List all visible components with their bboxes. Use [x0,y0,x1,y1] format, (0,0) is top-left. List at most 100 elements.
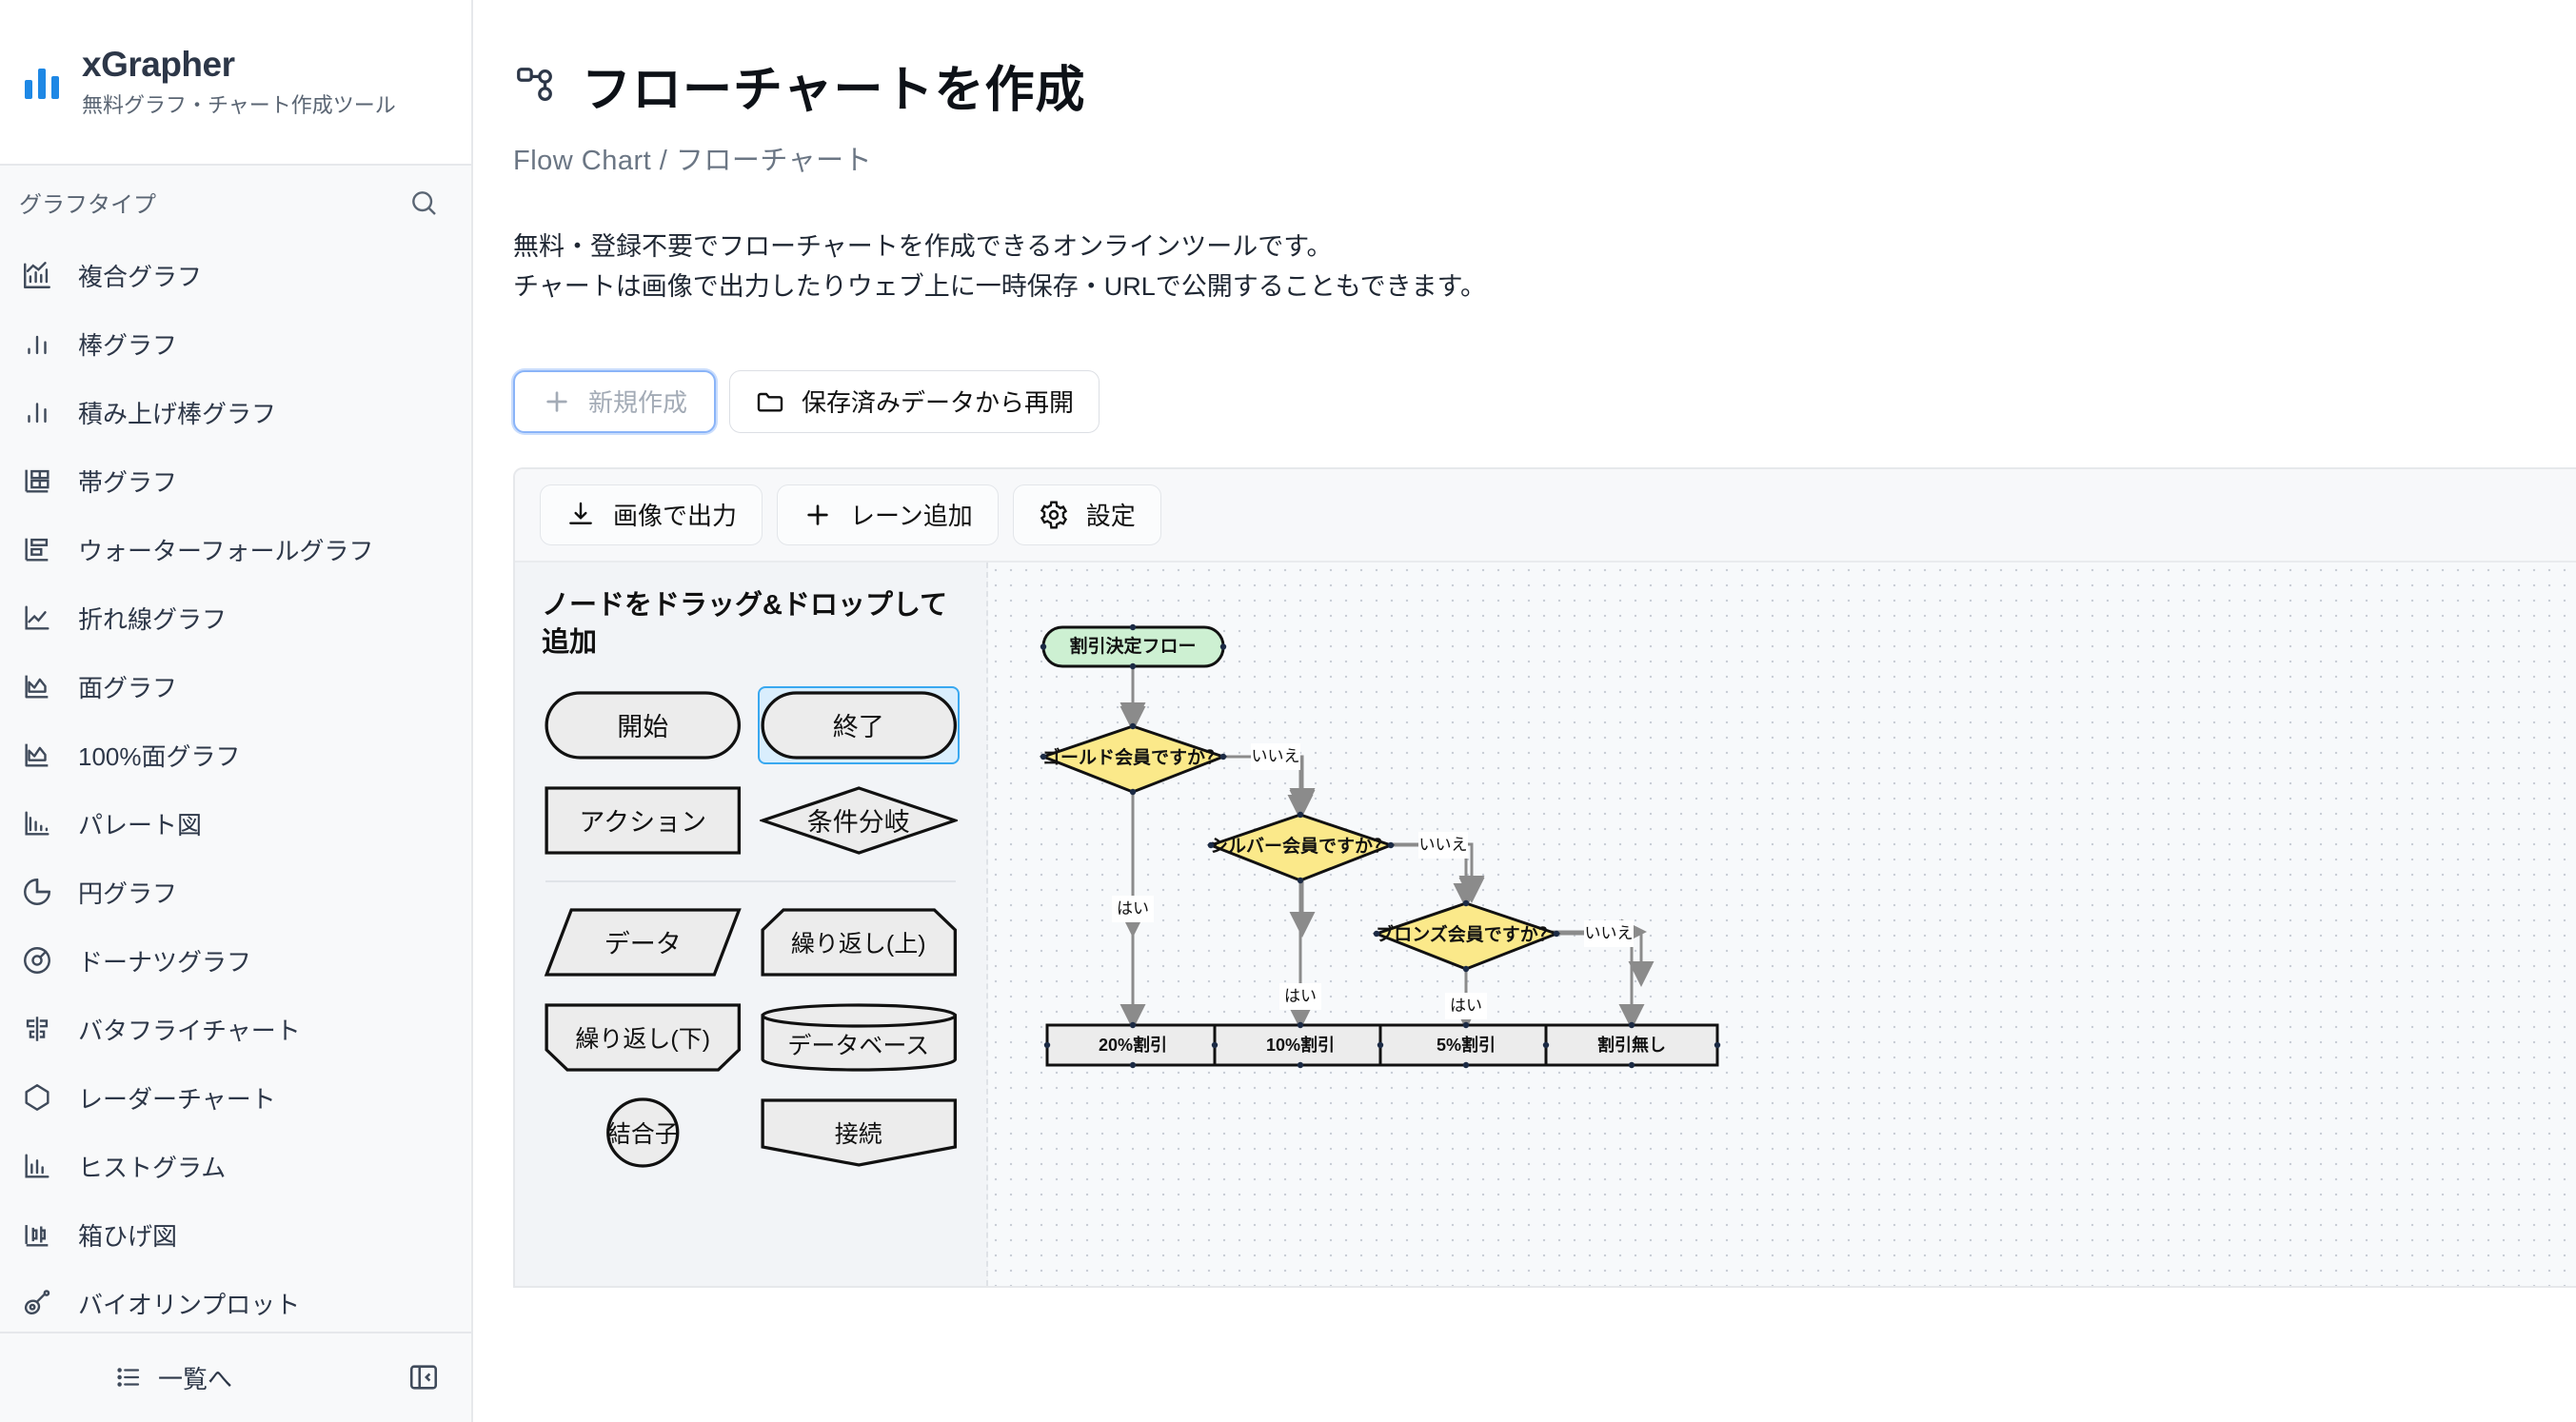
settings-label: 設定 [1085,502,1136,531]
list-icon [114,1363,143,1392]
palette-node-database[interactable]: データベース [758,998,961,1076]
sidebar-item-label: ウォーターフォールグラフ [78,536,374,565]
sidebar-item-stacked-bar-chart[interactable]: 積み上げ棒グラフ [0,378,471,446]
sidebar-item-boxplot[interactable]: 箱ひげ図 [0,1200,471,1269]
histogram-icon [21,1150,53,1182]
resume-saved-button[interactable]: 保存済みデータから再開 [729,369,1100,433]
flow-node-label: 10%割引 [1266,1035,1335,1055]
sidebar-item-label: 円グラフ [78,879,178,908]
flowchart-canvas[interactable]: いいえ はい いいえ はい いいえ はい [988,562,2576,1286]
palette-node-connector[interactable]: 結合子 [542,1094,744,1172]
edge-label: いいえ [1252,747,1300,765]
sidebar-item-combo-chart[interactable]: 複合グラフ [0,241,471,309]
sidebar-item-violin-plot[interactable]: バイオリンプロット [0,1269,471,1331]
flow-node-start[interactable]: 割引決定フロー [1040,623,1227,669]
sidebar-item-label: バタフライチャート [78,1016,301,1045]
sidebar-item-waterfall-chart[interactable]: ウォーターフォールグラフ [0,515,471,583]
sidebar-item-radar-chart[interactable]: レーダーチャート [0,1063,471,1132]
flow-node-discount-20[interactable]: 20%割引 [1043,1021,1222,1068]
palette-node-connection[interactable]: 接続 [758,1094,961,1172]
donut-chart-icon [21,944,53,977]
panel-collapse-icon[interactable] [405,1358,443,1396]
violin-plot-icon [21,1287,53,1319]
sidebar-item-pareto-chart[interactable]: パレート図 [0,789,471,858]
sidebar-item-butterfly-chart[interactable]: バタフライチャート [0,995,471,1063]
palette-title: ノードをドラッグ&ドロップして追加 [542,589,948,658]
resume-saved-label: 保存済みデータから再開 [802,388,1075,418]
edge-label: はい [1284,987,1317,1005]
palette-node-label: データベース [787,1032,930,1059]
palette-node-label: 終了 [832,713,884,742]
flow-node-label: 割引無し [1597,1035,1666,1055]
settings-button[interactable]: 設定 [1012,484,1161,545]
palette-node-decision[interactable]: 条件分岐 [758,781,961,859]
main-content: フローチャートを作成 Flow Chart / フローチャート 無料・登録不要で… [473,0,2576,1422]
page-description-line-2: チャートは画像で出力したりウェブ上に一時保存・URLで公開することもできます。 [513,271,1486,301]
sidebar-item-area-chart[interactable]: 面グラフ [0,652,471,721]
sidebar-item-donut-chart[interactable]: ドーナツグラフ [0,926,471,995]
combo-chart-icon [21,259,53,291]
sidebar-item-histogram[interactable]: ヒストグラム [0,1132,471,1200]
palette-node-loop-bottom[interactable]: 繰り返し(下) [542,998,744,1076]
band-chart-icon [21,464,53,497]
flow-node-silver-decision[interactable]: シルバー会員ですか？ [1206,811,1396,883]
area-chart-icon [21,670,53,702]
go-to-list-button[interactable]: 一覧へ [114,1360,232,1395]
sidebar-item-bar-chart[interactable]: 棒グラフ [0,309,471,378]
graph-type-header: グラフタイプ [0,166,471,240]
brand-name: xGrapher [82,44,235,84]
add-lane-label: レーン追加 [850,502,973,531]
editor-toolbar: 画像で出力 レーン追加 設定 [515,468,2576,563]
palette-node-action[interactable]: アクション [542,781,744,859]
flow-node-gold-decision[interactable]: ゴールド会員ですか？ [1039,722,1228,795]
sidebar-item-label: 面グラフ [78,673,178,702]
percent-area-chart-icon [21,739,53,771]
sidebar-item-label: パレート図 [78,810,203,839]
waterfall-chart-icon [21,533,53,565]
palette-node-label: 繰り返し(上) [790,930,926,958]
flow-node-no-discount[interactable]: 割引無し [1542,1021,1721,1068]
sidebar-item-percent-area-chart[interactable]: 100%面グラフ [0,721,471,789]
sidebar-item-label: 箱ひげ図 [78,1221,178,1251]
palette-node-label: 開始 [617,713,669,742]
palette-node-end[interactable]: 終了 [757,685,960,764]
flow-node-label: ブロンズ会員ですか？ [1376,923,1556,945]
line-chart-icon [21,602,53,634]
flow-node-discount-10[interactable]: 10%割引 [1211,1021,1390,1068]
sidebar-item-label: 積み上げ棒グラフ [78,399,277,428]
edge-label: はい [1117,899,1149,918]
add-lane-button[interactable]: レーン追加 [777,484,999,545]
flow-node-bronze-decision[interactable]: ブロンズ会員ですか？ [1372,899,1561,972]
plus-icon [542,386,572,417]
brand-header[interactable]: xGrapher 無料グラフ・チャート作成ツール [0,0,471,166]
page-title: フローチャートを作成 [582,63,1086,118]
node-palette: ノードをドラッグ&ドロップして追加 開始 [515,562,988,1286]
export-image-button[interactable]: 画像で出力 [540,484,763,545]
bar-chart-logo-icon [19,59,65,105]
palette-node-start[interactable]: 開始 [542,686,744,764]
palette-node-loop-top[interactable]: 繰り返し(上) [758,903,961,981]
palette-node-label: 接続 [834,1120,882,1148]
sidebar-item-line-chart[interactable]: 折れ線グラフ [0,583,471,652]
sidebar-item-label: レーダーチャート [78,1084,276,1114]
palette-node-data[interactable]: データ [542,903,744,981]
palette-node-label: 条件分岐 [806,808,910,838]
new-chart-button[interactable]: 新規作成 [513,369,717,433]
flow-node-label: 20%割引 [1099,1035,1167,1055]
folder-icon [755,386,785,417]
editor-body: ノードをドラッグ&ドロップして追加 開始 [515,562,2576,1286]
sidebar-item-band-chart[interactable]: 帯グラフ [0,446,471,515]
flow-node-discount-5[interactable]: 5%割引 [1377,1021,1556,1068]
flow-node-label: ゴールド会員ですか？ [1042,746,1223,768]
flow-node-label: 5%割引 [1437,1035,1496,1055]
page-subtitle: Flow Chart / フローチャート [513,146,873,176]
edge-label: はい [1450,997,1482,1015]
palette-divider [545,879,956,882]
chart-editor: 画像で出力 レーン追加 設定 [513,466,2576,1288]
flow-node-label: 割引決定フロー [1069,635,1196,657]
edge-group [1120,661,1647,966]
export-image-label: 画像で出力 [613,502,738,531]
palette-node-label: アクション [579,808,707,838]
sidebar-item-pie-chart[interactable]: 円グラフ [0,858,471,926]
search-icon[interactable] [405,184,443,222]
